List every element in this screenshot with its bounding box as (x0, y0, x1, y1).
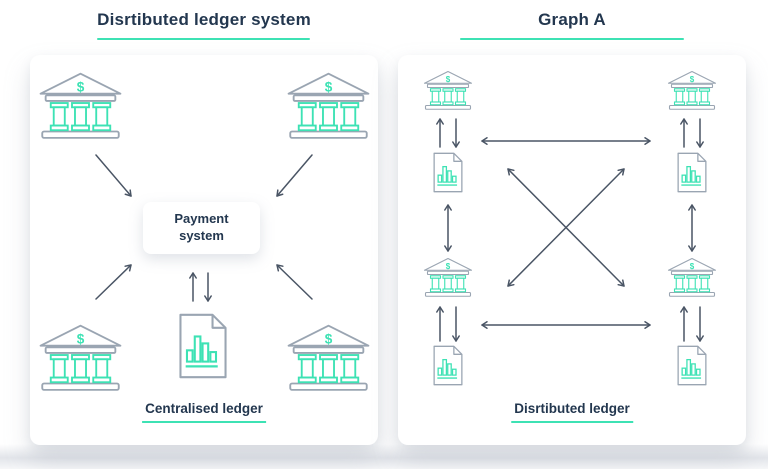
ledger-document-icon (433, 345, 463, 386)
bank-to-payment-arrow-icon (276, 154, 313, 197)
ledger-document-icon (179, 313, 227, 379)
bank-to-payment-arrow-icon (276, 264, 313, 300)
distributed-graph-panel: Disrtibuted ledger (398, 55, 746, 445)
left-title-underline (97, 38, 310, 40)
bottom-shadow-band (0, 444, 768, 469)
bank-icon (423, 70, 473, 110)
bank-icon (287, 324, 370, 391)
right-panel-title: Graph A (538, 10, 606, 29)
centralised-ledger-label: Centralised ledger (142, 401, 266, 423)
bank-to-payment-arrow-icon (95, 154, 132, 197)
left-panel-title: Disrtibuted ledger system (97, 10, 311, 29)
centralised-system-panel: Payment system Centralised ledger (30, 55, 378, 445)
diagonal-double-arrow-icon (507, 168, 625, 287)
bank-icon (39, 324, 122, 391)
bank-icon (667, 257, 717, 297)
ledger-document-icon (677, 345, 707, 386)
bank-to-payment-arrow-icon (95, 264, 132, 300)
bank-icon (39, 72, 122, 139)
ledger-document-icon (677, 152, 707, 193)
bank-icon (423, 257, 473, 297)
ledger-document-icon (433, 152, 463, 193)
payment-system-box: Payment system (143, 202, 260, 254)
right-title-underline (460, 38, 684, 40)
bank-icon (287, 72, 370, 139)
distributed-ledger-label: Disrtibuted ledger (511, 401, 633, 423)
bank-icon (667, 70, 717, 110)
